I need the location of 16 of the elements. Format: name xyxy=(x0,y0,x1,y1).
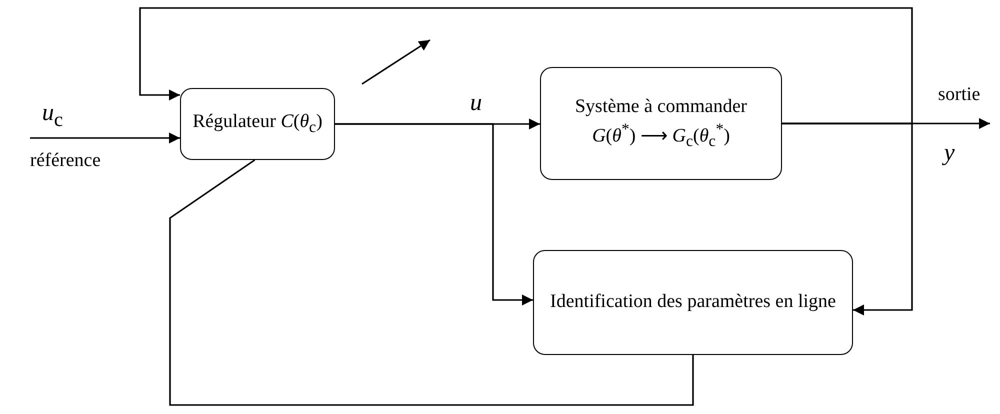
box-label: Régulateur C(θ$_{c}$) xyxy=(192,110,324,138)
box-label: G(θ$^{*}$) ⟶ G$_{c}$(θ$_{c}$$^{*}$) xyxy=(591,120,731,152)
process-box xyxy=(540,67,782,180)
signal-label: y xyxy=(944,140,955,167)
arrow xyxy=(30,132,180,144)
signal-label: u xyxy=(470,90,482,117)
arrow xyxy=(139,7,913,124)
signal-label: sortie xyxy=(938,84,980,106)
arrow xyxy=(335,123,533,306)
process-box xyxy=(180,88,335,160)
arrow xyxy=(782,122,913,316)
process-box xyxy=(533,250,853,355)
box-label: Système à commander xyxy=(574,94,748,119)
box-label: Identification des paramètres en ligne xyxy=(549,290,837,314)
signal-label: u$_{c}$ xyxy=(42,100,63,132)
signal-label: référence xyxy=(30,150,101,172)
